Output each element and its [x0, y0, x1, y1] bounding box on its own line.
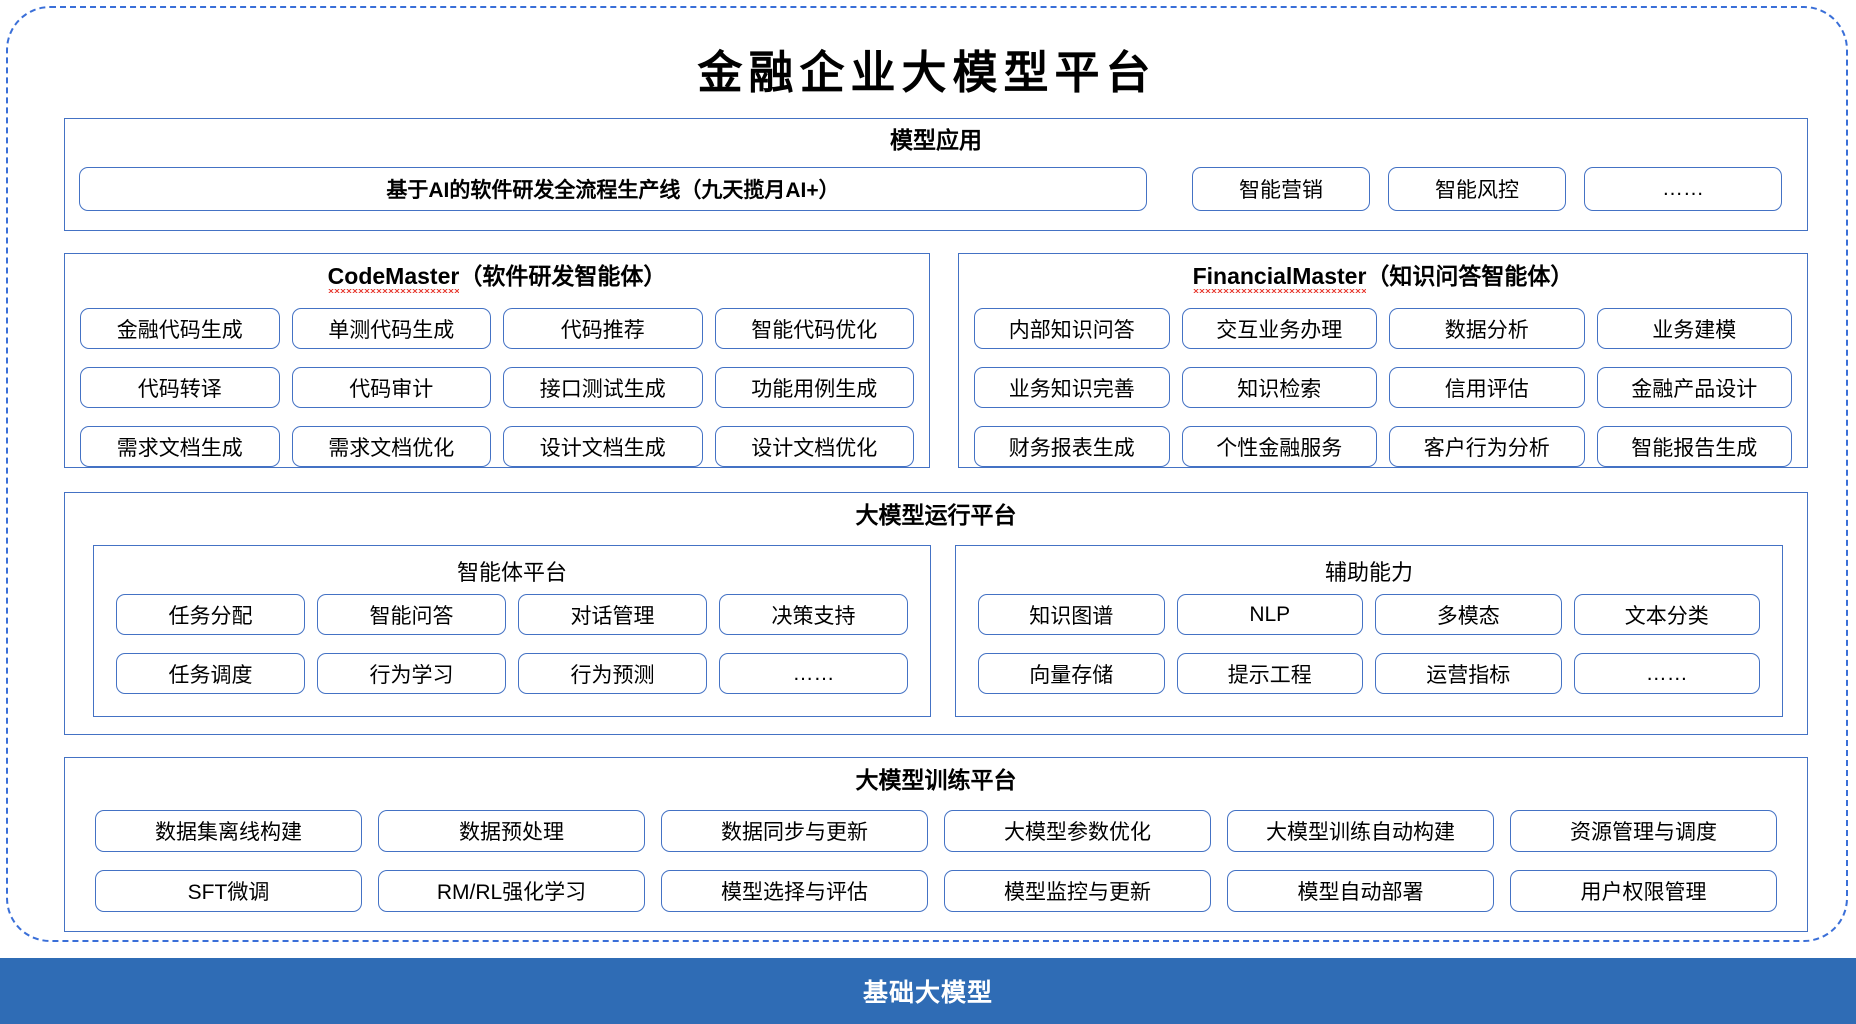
chip-training-1-4[interactable]: 大模型参数优化 [944, 810, 1211, 852]
chip-codemaster-1-3[interactable]: 代码推荐 [503, 308, 703, 349]
section-codemaster: CodeMaster（软件研发智能体） 金融代码生成 单测代码生成 代码推荐 智… [64, 253, 930, 468]
section-training-platform: 大模型训练平台 数据集离线构建 数据预处理 数据同步与更新 大模型参数优化 大模… [64, 757, 1808, 932]
chip-assist-2-4-more[interactable]: …… [1573, 653, 1760, 694]
agent-platform-grid: 任务分配 智能问答 对话管理 决策支持 任务调度 行为学习 行为预测 …… [116, 594, 908, 694]
chip-training-1-2[interactable]: 数据预处理 [378, 810, 645, 852]
chip-training-2-6[interactable]: 用户权限管理 [1510, 870, 1777, 912]
chip-codemaster-3-4[interactable]: 设计文档优化 [714, 426, 914, 467]
chip-training-1-3[interactable]: 数据同步与更新 [661, 810, 928, 852]
chip-agent-2-4-more[interactable]: …… [719, 653, 908, 694]
chip-financialmaster-2-4[interactable]: 金融产品设计 [1596, 367, 1792, 408]
chip-assist-1-4[interactable]: 文本分类 [1573, 594, 1760, 635]
chip-training-2-4[interactable]: 模型监控与更新 [944, 870, 1211, 912]
section-model-application-title: 模型应用 [890, 127, 982, 153]
subsection-assist-capability-title: 辅助能力 [1324, 560, 1413, 585]
chip-agent-2-1[interactable]: 任务调度 [116, 653, 305, 694]
agent-platform-row-1: 任务分配 智能问答 对话管理 决策支持 [116, 594, 908, 635]
training-platform-grid: 数据集离线构建 数据预处理 数据同步与更新 大模型参数优化 大模型训练自动构建 … [95, 810, 1777, 912]
chip-codemaster-2-3[interactable]: 接口测试生成 [503, 367, 703, 408]
chip-assist-2-3[interactable]: 运营指标 [1375, 653, 1562, 694]
codemaster-row-2: 代码转译 代码审计 接口测试生成 功能用例生成 [80, 367, 914, 408]
chip-model-application-more[interactable]: …… [1584, 167, 1782, 211]
chip-codemaster-2-4[interactable]: 功能用例生成 [714, 367, 914, 408]
chip-codemaster-1-4[interactable]: 智能代码优化 [714, 308, 914, 349]
codemaster-suffix: （软件研发智能体） [459, 263, 667, 289]
chip-codemaster-2-1[interactable]: 代码转译 [80, 367, 280, 408]
chip-intelligent-marketing[interactable]: 智能营销 [1192, 167, 1370, 211]
chip-training-1-5[interactable]: 大模型训练自动构建 [1227, 810, 1494, 852]
page-title: 金融企业大模型平台 [697, 48, 1157, 98]
subsection-agent-platform: 智能体平台 任务分配 智能问答 对话管理 决策支持 任务调度 行为学习 行为预测… [93, 545, 931, 717]
section-financialmaster-title: FinancialMaster（知识问答智能体） [959, 263, 1807, 293]
assist-capability-row-2: 向量存储 提示工程 运营指标 …… [978, 653, 1760, 694]
chip-codemaster-3-2[interactable]: 需求文档优化 [291, 426, 491, 467]
chip-codemaster-2-2[interactable]: 代码审计 [291, 367, 491, 408]
chip-training-2-5[interactable]: 模型自动部署 [1227, 870, 1494, 912]
financialmaster-grid: 内部知识问答 交互业务办理 数据分析 业务建模 业务知识完善 知识检索 信用评估… [974, 308, 1792, 467]
base-model-label: 基础大模型 [862, 979, 993, 1007]
chip-financialmaster-2-3[interactable]: 信用评估 [1389, 367, 1585, 408]
base-model-bar: 基础大模型 [0, 958, 1856, 1024]
subsection-assist-capability: 辅助能力 知识图谱 NLP 多模态 文本分类 向量存储 提示工程 运营指标 …… [955, 545, 1783, 717]
model-application-item-row: 基于AI的软件研发全流程生产线（九天揽月AI+） 智能营销 智能风控 …… [79, 167, 1793, 211]
codemaster-row-3: 需求文档生成 需求文档优化 设计文档生成 设计文档优化 [80, 426, 914, 467]
chip-financialmaster-3-2[interactable]: 个性金融服务 [1181, 426, 1377, 467]
chip-agent-2-3[interactable]: 行为预测 [518, 653, 707, 694]
financialmaster-suffix: （知识问答智能体） [1366, 263, 1574, 289]
chip-codemaster-1-1[interactable]: 金融代码生成 [80, 308, 280, 349]
chip-codemaster-1-2[interactable]: 单测代码生成 [291, 308, 491, 349]
chip-training-2-3[interactable]: 模型选择与评估 [661, 870, 928, 912]
chip-agent-1-4[interactable]: 决策支持 [719, 594, 908, 635]
financialmaster-row-1: 内部知识问答 交互业务办理 数据分析 业务建模 [974, 308, 1792, 349]
chip-codemaster-3-1[interactable]: 需求文档生成 [80, 426, 280, 467]
financialmaster-row-3: 财务报表生成 个性金融服务 客户行为分析 智能报告生成 [974, 426, 1792, 467]
subsection-agent-platform-title: 智能体平台 [456, 560, 567, 585]
section-codemaster-title: CodeMaster（软件研发智能体） [65, 263, 929, 293]
assist-capability-row-1: 知识图谱 NLP 多模态 文本分类 [978, 594, 1760, 635]
chip-codemaster-3-3[interactable]: 设计文档生成 [503, 426, 703, 467]
chip-assist-1-2[interactable]: NLP [1176, 594, 1363, 635]
chip-intelligent-risk-control[interactable]: 智能风控 [1388, 167, 1566, 211]
chip-assist-2-2[interactable]: 提示工程 [1176, 653, 1363, 694]
chip-financialmaster-3-1[interactable]: 财务报表生成 [974, 426, 1170, 467]
section-financialmaster: FinancialMaster（知识问答智能体） 内部知识问答 交互业务办理 数… [958, 253, 1808, 468]
chip-financialmaster-3-3[interactable]: 客户行为分析 [1389, 426, 1585, 467]
chip-ai-dev-pipeline[interactable]: 基于AI的软件研发全流程生产线（九天揽月AI+） [79, 167, 1147, 211]
financialmaster-name: FinancialMaster [1192, 263, 1367, 293]
assist-capability-grid: 知识图谱 NLP 多模态 文本分类 向量存储 提示工程 运营指标 …… [978, 594, 1760, 694]
chip-training-2-2[interactable]: RM/RL强化学习 [378, 870, 645, 912]
diagram-outer-frame: 金融企业大模型平台 模型应用 基于AI的软件研发全流程生产线（九天揽月AI+） … [6, 6, 1848, 942]
chip-agent-1-3[interactable]: 对话管理 [518, 594, 707, 635]
chip-training-1-6[interactable]: 资源管理与调度 [1510, 810, 1777, 852]
chip-financialmaster-1-3[interactable]: 数据分析 [1389, 308, 1585, 349]
chip-financialmaster-2-1[interactable]: 业务知识完善 [974, 367, 1170, 408]
chip-financialmaster-3-4[interactable]: 智能报告生成 [1596, 426, 1792, 467]
chip-assist-1-3[interactable]: 多模态 [1375, 594, 1562, 635]
chip-financialmaster-1-2[interactable]: 交互业务办理 [1181, 308, 1377, 349]
training-platform-row-2: SFT微调 RM/RL强化学习 模型选择与评估 模型监控与更新 模型自动部署 用… [95, 870, 1777, 912]
codemaster-name: CodeMaster [327, 263, 460, 293]
chip-financialmaster-1-4[interactable]: 业务建模 [1596, 308, 1792, 349]
financialmaster-row-2: 业务知识完善 知识检索 信用评估 金融产品设计 [974, 367, 1792, 408]
chip-financialmaster-1-1[interactable]: 内部知识问答 [974, 308, 1170, 349]
chip-training-1-1[interactable]: 数据集离线构建 [95, 810, 362, 852]
section-training-platform-title: 大模型训练平台 [855, 767, 1017, 793]
section-runtime-platform-title: 大模型运行平台 [855, 502, 1017, 528]
chip-assist-1-1[interactable]: 知识图谱 [978, 594, 1165, 635]
agent-platform-row-2: 任务调度 行为学习 行为预测 …… [116, 653, 908, 694]
chip-financialmaster-2-2[interactable]: 知识检索 [1181, 367, 1377, 408]
training-platform-row-1: 数据集离线构建 数据预处理 数据同步与更新 大模型参数优化 大模型训练自动构建 … [95, 810, 1777, 852]
chip-agent-2-2[interactable]: 行为学习 [317, 653, 506, 694]
chip-training-2-1[interactable]: SFT微调 [95, 870, 362, 912]
chip-agent-1-2[interactable]: 智能问答 [317, 594, 506, 635]
section-model-application: 模型应用 基于AI的软件研发全流程生产线（九天揽月AI+） 智能营销 智能风控 … [64, 118, 1808, 231]
codemaster-grid: 金融代码生成 单测代码生成 代码推荐 智能代码优化 代码转译 代码审计 接口测试… [80, 308, 914, 467]
chip-agent-1-1[interactable]: 任务分配 [116, 594, 305, 635]
codemaster-row-1: 金融代码生成 单测代码生成 代码推荐 智能代码优化 [80, 308, 914, 349]
section-runtime-platform: 大模型运行平台 智能体平台 任务分配 智能问答 对话管理 决策支持 任务调度 行… [64, 492, 1808, 735]
chip-assist-2-1[interactable]: 向量存储 [978, 653, 1165, 694]
